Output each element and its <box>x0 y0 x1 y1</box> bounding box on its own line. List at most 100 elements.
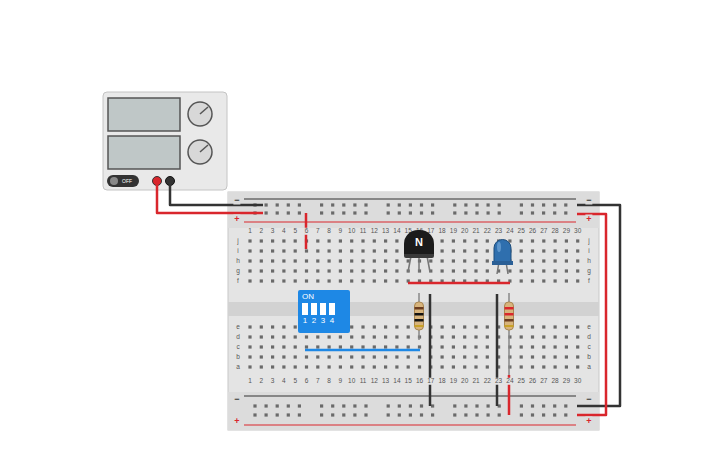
column-number: 4 <box>281 228 287 235</box>
row-letter: b <box>586 354 592 361</box>
column-number: 22 <box>483 228 492 235</box>
column-number: 18 <box>437 228 446 235</box>
rail-polarity-mark: + <box>233 215 240 224</box>
column-number: 1 <box>247 228 253 235</box>
row-letter: b <box>235 354 241 361</box>
rail-polarity-mark: − <box>233 395 240 404</box>
column-number: 13 <box>381 378 390 385</box>
switch-lever <box>320 303 326 315</box>
row-letter: a <box>235 364 241 371</box>
column-number: 19 <box>449 378 458 385</box>
row-letter: i <box>236 248 239 255</box>
row-letter: f <box>236 278 240 285</box>
switch-lever <box>311 303 317 315</box>
switch-number: 3 <box>321 317 325 325</box>
column-number: 3 <box>270 378 276 385</box>
column-number: 28 <box>550 228 559 235</box>
switch-on-label: ON <box>302 293 346 301</box>
column-number: 30 <box>573 378 582 385</box>
column-number: 26 <box>528 378 537 385</box>
column-number: 25 <box>517 378 526 385</box>
switch-lever <box>329 303 335 315</box>
column-number: 1 <box>247 378 253 385</box>
column-number: 8 <box>326 228 332 235</box>
column-number: 30 <box>573 228 582 235</box>
column-number: 24 <box>505 378 514 385</box>
column-number: 2 <box>258 228 264 235</box>
row-letter: h <box>235 258 241 265</box>
column-number: 9 <box>338 228 344 235</box>
column-number: 23 <box>494 228 503 235</box>
column-number: 2 <box>258 378 264 385</box>
led <box>492 240 513 275</box>
column-number: 18 <box>437 378 446 385</box>
breadboard <box>228 192 599 430</box>
column-number: 23 <box>494 378 503 385</box>
row-letter: j <box>236 238 239 245</box>
resistor-symbol <box>505 293 514 375</box>
rail-polarity-mark: + <box>585 215 592 224</box>
column-number: 24 <box>505 228 514 235</box>
rail-polarity-mark: + <box>585 417 592 426</box>
switch-position: 4 <box>329 303 335 325</box>
column-number: 10 <box>347 228 356 235</box>
column-number: 26 <box>528 228 537 235</box>
switch-number: 4 <box>330 317 334 325</box>
row-letter: g <box>586 268 592 275</box>
column-number: 20 <box>460 378 469 385</box>
rail-polarity-mark: − <box>585 196 592 205</box>
row-letter: c <box>586 344 591 351</box>
rail-polarity-mark: − <box>233 196 240 205</box>
row-letter: d <box>235 334 241 341</box>
npn-transistor: N <box>404 230 434 258</box>
transistor-type-label: N <box>415 237 423 248</box>
column-number: 27 <box>539 228 548 235</box>
column-number: 22 <box>483 378 492 385</box>
column-number: 29 <box>562 228 571 235</box>
column-number: 11 <box>359 228 368 235</box>
column-number: 25 <box>517 228 526 235</box>
transistor-legs <box>408 256 430 272</box>
breadboard-holes <box>248 203 579 416</box>
column-number: 14 <box>392 228 401 235</box>
column-number: 19 <box>449 228 458 235</box>
row-letter: a <box>586 364 592 371</box>
row-letter: d <box>586 334 592 341</box>
column-number: 7 <box>315 378 321 385</box>
column-number: 12 <box>370 228 379 235</box>
wires <box>157 181 620 415</box>
row-letter: c <box>235 344 240 351</box>
row-letter: i <box>587 248 590 255</box>
column-number: 7 <box>315 228 321 235</box>
row-letter: e <box>235 324 241 331</box>
column-number: 9 <box>338 378 344 385</box>
row-letter: f <box>587 278 591 285</box>
row-letter: e <box>586 324 592 331</box>
column-number: 3 <box>270 228 276 235</box>
column-number: 29 <box>562 378 571 385</box>
switch-position: 1 <box>302 303 308 325</box>
column-number: 11 <box>359 378 368 385</box>
rail-polarity-mark: + <box>233 417 240 426</box>
power-supply <box>103 92 227 190</box>
switch-number: 1 <box>303 317 307 325</box>
row-letter: g <box>235 268 241 275</box>
column-number: 4 <box>281 378 287 385</box>
rail-polarity-mark: − <box>585 395 592 404</box>
column-number: 28 <box>550 378 559 385</box>
column-number: 5 <box>292 228 298 235</box>
column-number: 6 <box>304 228 310 235</box>
switch-number: 2 <box>312 317 316 325</box>
column-number: 6 <box>304 378 310 385</box>
switch-position: 3 <box>320 303 326 325</box>
column-number: 10 <box>347 378 356 385</box>
column-number: 15 <box>404 378 413 385</box>
column-number: 21 <box>471 228 480 235</box>
power-button-label: OFF <box>121 179 133 184</box>
column-number: 17 <box>426 378 435 385</box>
column-number: 27 <box>539 378 548 385</box>
column-number: 12 <box>370 378 379 385</box>
row-letter: h <box>586 258 592 265</box>
column-number: 21 <box>471 378 480 385</box>
